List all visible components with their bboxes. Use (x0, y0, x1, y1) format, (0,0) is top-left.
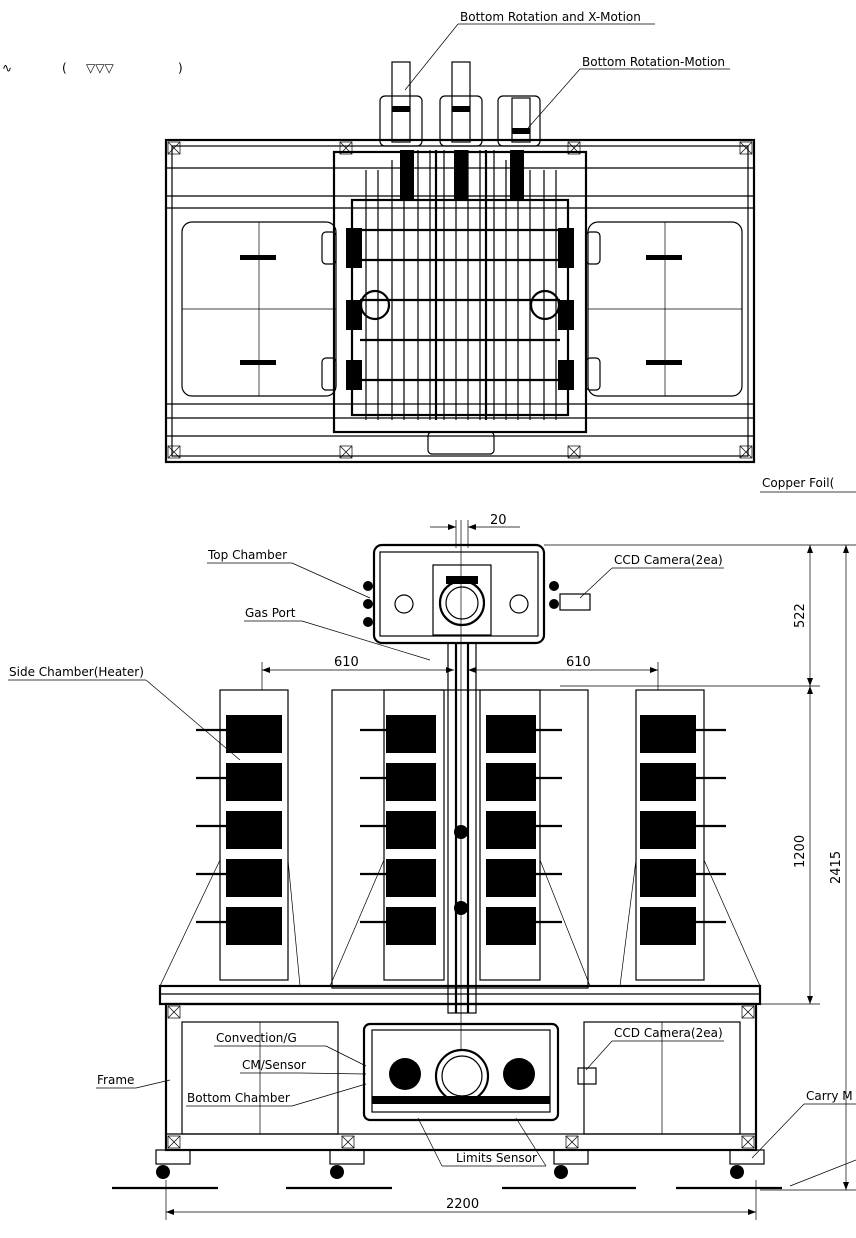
label-cm-sensor: CM/Sensor (240, 1058, 367, 1075)
svg-text:610: 610 (334, 655, 359, 670)
side-chamber-left (196, 689, 289, 981)
svg-text:610: 610 (566, 655, 591, 670)
svg-text:Side Chamber(Heater): Side Chamber(Heater) (9, 665, 144, 679)
svg-text:CCD Camera(2ea): CCD Camera(2ea) (614, 553, 723, 567)
svg-text:522: 522 (793, 603, 808, 628)
svg-text:Frame: Frame (97, 1073, 134, 1087)
svg-text:2415: 2415 (829, 851, 844, 884)
svg-text:20: 20 (490, 513, 507, 528)
label-ccd-camera-bottom: CCD Camera(2ea) (585, 1026, 724, 1071)
label-copper-foil: Copper Foil( (760, 476, 856, 493)
svg-text:Carry M: Carry M (806, 1089, 853, 1103)
label-frame: Frame (96, 1073, 171, 1089)
wave-icon: ∿ (2, 61, 12, 75)
dimension-right-offset: 610 (468, 655, 659, 690)
inner-heater-stack-left (360, 689, 445, 981)
close-paren: ) (178, 61, 183, 75)
svg-text:1200: 1200 (793, 835, 808, 868)
label-side-chamber: Side Chamber(Heater) (8, 665, 241, 761)
svg-text:Gas Port: Gas Port (245, 606, 296, 620)
label-bottom-rotation-x: Bottom Rotation and X-Motion (404, 10, 655, 91)
svg-text:Convection/G: Convection/G (216, 1031, 297, 1045)
front-view (112, 520, 782, 1190)
surface-finish-symbol: ∿ ( ▽▽▽ ) (2, 61, 183, 75)
label-bottom-chamber: Bottom Chamber (186, 1083, 367, 1107)
label-gas-port: Gas Port (244, 606, 431, 661)
svg-text:Top Chamber: Top Chamber (207, 548, 287, 562)
svg-text:Copper Foil(: Copper Foil( (762, 476, 834, 490)
dimension-gap: 20 (430, 513, 520, 548)
label-convection: Convection/G (214, 1031, 367, 1067)
svg-text:Bottom Rotation-Motion: Bottom Rotation-Motion (582, 55, 725, 69)
dimension-vertical: 522 1200 2415 (544, 544, 856, 1191)
label-top-chamber: Top Chamber (207, 548, 371, 599)
label-bottom-rotation-motion: Bottom Rotation-Motion (527, 55, 730, 129)
dimension-width: 2200 (165, 1180, 757, 1220)
open-paren: ( (62, 61, 67, 75)
svg-text:CM/Sensor: CM/Sensor (242, 1058, 306, 1072)
top-view (164, 61, 756, 464)
label-ccd-camera-top: CCD Camera(2ea) (579, 553, 724, 599)
casters (155, 1149, 765, 1179)
dimension-left-offset: 610 (261, 655, 454, 690)
label-carry: Carry M (751, 1089, 856, 1187)
svg-text:Bottom Rotation and X-Motion: Bottom Rotation and X-Motion (460, 10, 641, 24)
svg-text:Bottom Chamber: Bottom Chamber (187, 1091, 290, 1105)
inner-heater-stack-right (479, 689, 562, 981)
svg-text:Limits Sensor: Limits Sensor (456, 1151, 537, 1165)
svg-text:2200: 2200 (446, 1197, 479, 1212)
side-chamber-right (635, 689, 726, 981)
triangles-icon: ▽▽▽ (86, 61, 114, 75)
label-limits-sensor: Limits Sensor (417, 1117, 547, 1167)
svg-text:CCD Camera(2ea): CCD Camera(2ea) (614, 1026, 723, 1040)
